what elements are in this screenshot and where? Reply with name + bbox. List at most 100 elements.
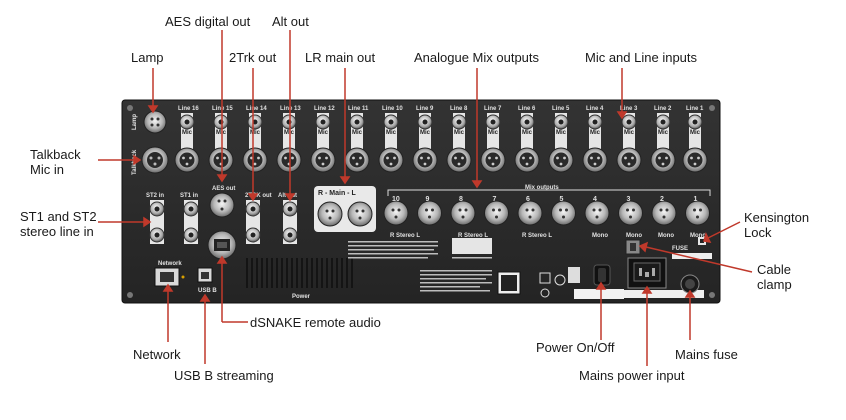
line-label: Line 16 [178,106,199,112]
line-label: Line 4 [586,106,604,112]
warning-text-area [348,238,521,295]
svg-text:ST2 in: ST2 in [146,193,164,199]
mic-xlr [242,147,268,173]
line-jack: Mic [621,113,637,151]
mic-xlr [174,147,200,173]
mic-label: Mic [454,130,465,136]
svg-text:R Stereo L: R Stereo L [390,233,420,239]
power-switch [593,264,611,286]
mix-number: 4 [593,196,597,203]
mix-output-xlr: 9 [417,196,442,226]
line-jack: Mic [485,113,501,151]
callout-2trk-out: 2Trk out [229,50,277,65]
mic-label: Mic [386,130,397,136]
callout-talkback-1: Talkback [30,147,81,162]
mix-number: 10 [392,196,400,203]
mic-label: Mic [624,130,635,136]
mic-label: Mic [556,130,567,136]
callout-mains-power-input: Mains power input [579,368,685,383]
callout-kensington-1: Kensington [744,210,810,225]
line-jack: Mic [451,113,467,151]
mix-output-xlr: 6 [517,196,543,226]
svg-text:Mic: Mic [182,130,193,136]
mix-output-xlr: 3 [618,196,643,226]
mix-output-xlr: 10 [383,196,409,226]
mic-xlr [582,147,608,173]
callout-aes-digital-out: AES digital out [165,14,251,29]
mic-xlr [344,147,370,173]
line-jack: Mic [247,113,263,151]
mic-xlr [208,147,234,173]
line-jack: Mic [519,113,535,151]
svg-text:Mono: Mono [592,233,608,239]
callout-st-2: stereo line in [20,224,94,239]
mix-outputs-group: Mix outputs [387,185,711,196]
svg-text:Mono: Mono [658,233,674,239]
mic-label: Mic [522,130,533,136]
mic-xlr [446,147,472,173]
callout-st-1: ST1 and ST2 [20,209,97,224]
callout-lr-main-out: LR main out [305,50,376,65]
mix-number: 8 [459,196,463,203]
mix-output-xlr: 2 [651,196,677,226]
callout-lines [98,30,753,366]
mix-output-xlr: 7 [484,196,509,226]
mic-xlr [682,147,708,173]
ventilation-slots [246,258,353,288]
svg-text:Mix outputs: Mix outputs [525,185,559,191]
svg-text:Power: Power [292,294,311,300]
callout-alt-out: Alt out [272,14,309,29]
2trk-out-connectors: 2TRK out [245,193,272,244]
line-jack: Mic [587,113,603,151]
line-jack: Mic [213,113,229,151]
mic-xlr [480,147,506,173]
kensington-slot [698,237,706,245]
svg-text:Mono: Mono [626,233,642,239]
mix-number: 3 [627,196,631,203]
mix-number: 9 [426,196,430,203]
mic-label: Mic [488,130,499,136]
line-label: Line 11 [348,106,369,112]
mix-number: 2 [660,196,664,203]
callout-lamp: Lamp [131,50,164,65]
mix-output-xlr: 8 [450,196,476,226]
mix-output-xlr: 1 [685,196,710,226]
line-label: Line 8 [450,106,468,112]
line-jack: Mic [281,113,297,151]
usb-b-port: USB B [197,267,217,294]
mix-number: 5 [560,196,564,203]
mic-label: Mic [352,130,363,136]
line-label: Line 12 [314,106,335,112]
line-jack: Mic [349,113,365,151]
svg-text:AES out: AES out [212,186,235,192]
callout-usb-b-streaming: USB B streaming [174,368,274,383]
svg-text:Lamp: Lamp [132,114,138,130]
callout-kensington-2: Lock [744,225,772,240]
mic-label: Mic [590,130,601,136]
line-jack: Mic [315,113,331,151]
line-jack: Mic [553,113,569,151]
mic-label: Mic [658,130,669,136]
mic-xlr [412,147,438,173]
line-label: Line 2 [654,106,672,112]
callout-mains-fuse: Mains fuse [675,347,738,362]
mic-input-xlr-row [174,147,708,173]
callout-analogue-mix-outputs: Analogue Mix outputs [414,50,540,65]
svg-text:USB B: USB B [198,288,217,294]
lr-main-out: R - Main - L [314,186,376,232]
line-input-jacks: Mic [179,113,195,151]
svg-text:Network: Network [158,261,182,267]
line-label: Line 5 [552,106,570,112]
line-jack: Mic [383,113,399,151]
mic-xlr [616,147,642,173]
mic-label: Mic [250,130,261,136]
st-inputs: ST2 in ST1 in [146,193,199,244]
line-jack: Mic [655,113,671,151]
callout-talkback-2: Mic in [30,162,64,177]
line-jack: Mic [417,113,433,151]
line-label: Line 6 [518,106,536,112]
mic-xlr [378,147,404,173]
mix-number: 1 [694,196,698,203]
